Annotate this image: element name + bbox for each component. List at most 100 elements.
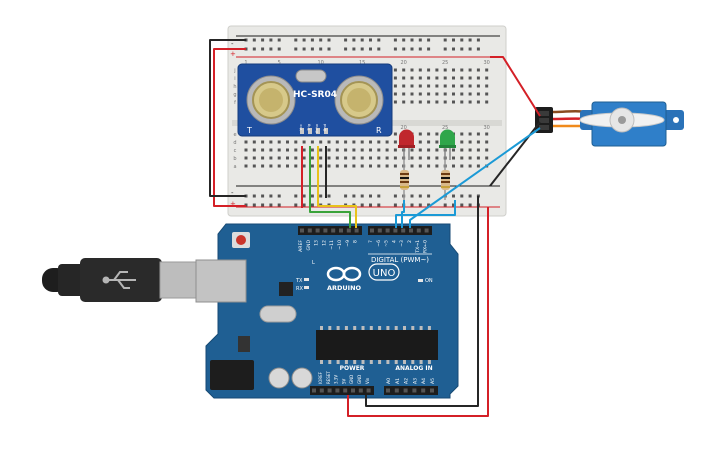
breadboard-hole (476, 140, 480, 144)
breadboard-hole (427, 164, 431, 168)
power-header (310, 386, 374, 395)
breadboard-hole (476, 84, 480, 88)
chip-leg (353, 360, 357, 364)
power-pin-label: 3.3V (334, 375, 339, 384)
rail-hole (310, 38, 314, 42)
header-hole (343, 388, 348, 393)
rail-hole (418, 47, 422, 51)
rail-hole (427, 203, 431, 207)
rail-hole (393, 203, 397, 207)
rail-hole (319, 47, 323, 51)
digital-section-label: DIGITAL (PWM~) (371, 256, 429, 264)
rail-hole (377, 203, 381, 207)
green-led[interactable] (439, 129, 456, 160)
breadboard-hole (369, 148, 372, 152)
analog-section-label: ANALOG IN (395, 365, 432, 372)
breadboard-hole (286, 148, 289, 152)
breadboard-hole (410, 100, 414, 104)
breadboard-column-label: 5 (278, 60, 281, 66)
rail-hole (294, 203, 298, 207)
resistor-2-band-4 (441, 186, 450, 188)
header-hole (409, 228, 413, 233)
sensor-model-label: HC-SR04 (293, 90, 337, 100)
chip-leg (361, 360, 365, 364)
on-label: ON (425, 278, 433, 284)
breadboard-hole (269, 148, 273, 152)
breadboard-column-label: 10 (318, 60, 324, 66)
header-hole (424, 228, 429, 233)
digital-pin-label: ~9 (345, 240, 351, 247)
tx-led (304, 278, 309, 281)
breadboard-hole (252, 140, 256, 144)
receiver-center (347, 88, 371, 112)
rail-hole (468, 47, 472, 51)
breadboard-hole (369, 164, 372, 168)
breadboard-row-label: d (233, 140, 236, 146)
header-hole (323, 228, 328, 233)
breadboard-hole (452, 76, 455, 80)
wire-green-trig (309, 146, 351, 228)
servo-motor[interactable] (535, 101, 684, 147)
breadboard-hole (294, 148, 298, 152)
breadboard-hole (427, 100, 431, 104)
breadboard-hole (418, 148, 422, 152)
red-led[interactable] (398, 129, 415, 160)
breadboard-hole (360, 148, 364, 152)
breadboard-hole (261, 148, 265, 152)
breadboard-hole (435, 68, 439, 72)
breadboard-hole (418, 140, 422, 144)
power-section-label: POWER (340, 365, 365, 372)
chip-leg (336, 360, 340, 364)
rail-hole (360, 194, 364, 198)
rail-hole (294, 194, 298, 198)
header-hole (394, 388, 399, 393)
bottom-rail-plus-label: + (230, 200, 236, 208)
breadboard-hole (393, 76, 397, 80)
breadboard-hole (418, 76, 422, 80)
breadboard-hole (335, 148, 339, 152)
breadboard-hole (385, 156, 389, 160)
analog-pin-label: A0 (386, 378, 392, 384)
on-led (418, 279, 423, 282)
breadboard-column-label: 20 (401, 125, 407, 131)
breadboard-hole (277, 148, 281, 152)
breadboard-row-label: c (234, 148, 237, 154)
rail-hole (443, 38, 447, 42)
header-hole (403, 388, 408, 393)
breadboard-hole (410, 164, 414, 168)
breadboard-hole (244, 164, 248, 168)
sensor-pin (316, 128, 320, 134)
breadboard-hole (344, 140, 348, 144)
breadboard-hole (335, 164, 339, 168)
rail-hole (352, 38, 356, 42)
wire-blue-red-led (401, 200, 405, 228)
breadboard-hole (485, 68, 489, 72)
breadboard-hole (418, 164, 422, 168)
breadboard-hole (468, 84, 472, 88)
breadboard-hole (327, 164, 331, 168)
rail-hole (393, 194, 397, 198)
resistor-green-led[interactable] (441, 160, 450, 200)
breadboard-hole (252, 164, 256, 168)
breadboard-hole (402, 84, 406, 88)
resistor-1-band-2 (400, 177, 409, 179)
resistor-red-led[interactable] (400, 160, 409, 200)
rail-hole (369, 47, 372, 51)
breadboard-hole (476, 132, 480, 136)
breadboard-hole (427, 140, 431, 144)
breadboard-hole (435, 132, 439, 136)
header-hole (307, 228, 312, 233)
wire-blue-servo-signal (409, 127, 541, 228)
breadboard-hole (377, 148, 381, 152)
servo-mount-hole-right (673, 117, 679, 123)
wire-black-gnd-power (365, 196, 479, 407)
breadboard-hole (476, 76, 480, 80)
sensor-pin-label: Echo (315, 124, 319, 133)
digital-pin-label: ~3 (399, 240, 405, 247)
rail-hole (302, 203, 306, 207)
breadboard-hole (393, 148, 397, 152)
header-hole (346, 228, 351, 233)
resistor-1-band-1 (400, 173, 409, 175)
